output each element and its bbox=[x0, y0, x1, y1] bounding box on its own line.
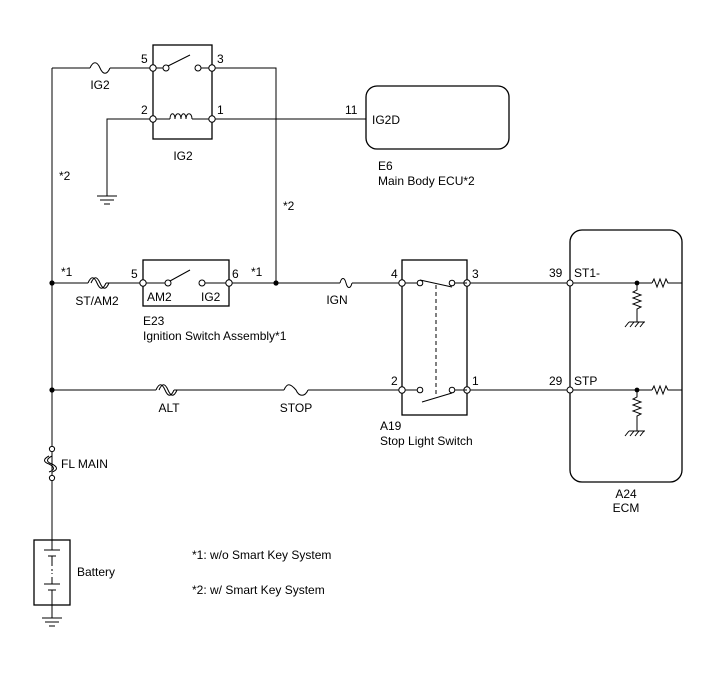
fuse-stop: STOP bbox=[280, 384, 312, 415]
note-marker: *1 bbox=[251, 265, 263, 279]
fuse-st-am2-label: ST/AM2 bbox=[75, 294, 119, 308]
switch-contact bbox=[164, 279, 172, 287]
relay-pin bbox=[208, 64, 216, 72]
switch-am2-label: AM2 bbox=[147, 290, 172, 304]
fuse-alt-label: ALT bbox=[158, 401, 180, 415]
stop-switch-pin bbox=[398, 279, 406, 287]
ecm: 39 ST1- 29 STP A24 ECM bbox=[549, 229, 683, 515]
ecm-pin bbox=[566, 386, 574, 394]
stop-pin2-label: 2 bbox=[391, 374, 398, 388]
note-marker: *2 bbox=[59, 169, 71, 183]
relay-pin5-label: 5 bbox=[141, 52, 148, 66]
ecm-stp-label: STP bbox=[574, 374, 597, 388]
relay-contact bbox=[194, 64, 202, 72]
battery-label: Battery bbox=[77, 565, 115, 579]
relay-ig2: 5 3 2 1 IG2 bbox=[141, 44, 224, 163]
junction-dot bbox=[273, 280, 279, 286]
relay-coil-icon bbox=[169, 113, 193, 120]
fusible-link-fl-main: FL MAIN bbox=[44, 445, 108, 482]
stop-switch-body bbox=[401, 259, 468, 416]
relay-pin bbox=[208, 115, 216, 123]
stop-pin4-label: 4 bbox=[391, 267, 398, 281]
ecu-name: Main Body ECU*2 bbox=[378, 174, 475, 188]
fuse-st-am2: ST/AM2 bbox=[75, 277, 119, 308]
relay-pin3-label: 3 bbox=[217, 52, 224, 66]
ground-icon bbox=[624, 321, 645, 328]
relay-pin bbox=[149, 115, 157, 123]
fuse-stop-label: STOP bbox=[280, 401, 312, 415]
stop-switch-arm bbox=[419, 279, 453, 288]
ecm-pin39-label: 39 bbox=[549, 266, 563, 280]
ecm-code: A24 bbox=[615, 487, 637, 501]
ground-icon bbox=[42, 605, 62, 627]
stop-switch-code: A19 bbox=[380, 419, 402, 433]
stop-pin3-label: 3 bbox=[472, 267, 479, 281]
ecm-st1-label: ST1- bbox=[574, 266, 600, 280]
fuse-symbol bbox=[89, 62, 111, 74]
relay-pin bbox=[149, 64, 157, 72]
junction-dots bbox=[49, 280, 279, 393]
stop-switch-arm bbox=[421, 392, 453, 403]
ecu-pin-label: 11 bbox=[345, 103, 358, 117]
ignition-switch: 5 6 AM2 IG2 E23 Ignition Switch Assembly… bbox=[131, 259, 287, 343]
ecu-body bbox=[365, 85, 510, 150]
fuse-ign: IGN bbox=[326, 278, 353, 307]
resistor-icon bbox=[631, 390, 643, 431]
switch-name: Ignition Switch Assembly*1 bbox=[143, 329, 287, 343]
fuse-ig2: IG2 bbox=[89, 62, 111, 92]
switch-arm bbox=[169, 269, 191, 282]
relay-pin2-label: 2 bbox=[141, 103, 148, 117]
note-marker: *1 bbox=[61, 265, 73, 279]
stop-switch-name: Stop Light Switch bbox=[380, 434, 473, 448]
resistor-icon bbox=[631, 283, 643, 322]
relay-pin1-label: 1 bbox=[217, 103, 224, 117]
wire-notes: *2 *2 *1 *1 bbox=[59, 169, 295, 279]
resistor-icon bbox=[651, 384, 682, 396]
main-body-ecu: 11 IG2D E6 Main Body ECU*2 bbox=[345, 85, 510, 188]
switch-ig2-label: IG2 bbox=[201, 290, 221, 304]
relay-name: IG2 bbox=[173, 149, 193, 163]
ground-icon bbox=[624, 430, 645, 437]
stop-light-switch: 4 3 2 1 A19 Stop Light Switch bbox=[380, 259, 479, 448]
ecm-name: ECM bbox=[613, 501, 640, 515]
ecm-pin29-label: 29 bbox=[549, 374, 563, 388]
switch-contact bbox=[198, 279, 206, 287]
switch-pin5-label: 5 bbox=[131, 267, 138, 281]
ecm-pin bbox=[566, 279, 574, 287]
switch-pin bbox=[139, 279, 147, 287]
stop-switch-pin bbox=[398, 386, 406, 394]
fuse-ign-label: IGN bbox=[326, 293, 347, 307]
legend-note-1: *1: w/o Smart Key System bbox=[192, 548, 331, 562]
relay-switch-arm bbox=[167, 54, 191, 67]
legend: *1: w/o Smart Key System *2: w/ Smart Ke… bbox=[192, 548, 331, 597]
fl-main-label: FL MAIN bbox=[61, 457, 108, 471]
relay-body bbox=[152, 44, 213, 140]
junction-dot bbox=[49, 280, 55, 286]
switch-pin bbox=[225, 279, 233, 287]
note-marker: *2 bbox=[283, 199, 295, 213]
resistor-icon bbox=[651, 277, 682, 289]
wires bbox=[51, 67, 570, 540]
junction-dot bbox=[49, 387, 55, 393]
ecm-body bbox=[569, 229, 683, 483]
switch-pin6-label: 6 bbox=[232, 267, 239, 281]
battery: Battery bbox=[33, 539, 115, 627]
ground-icon bbox=[97, 195, 117, 205]
ecu-terminal-label: IG2D bbox=[372, 113, 400, 127]
ecu-code: E6 bbox=[378, 159, 393, 173]
fuse-alt: ALT bbox=[155, 384, 180, 415]
stop-pin1-label: 1 bbox=[472, 374, 479, 388]
switch-code: E23 bbox=[143, 314, 165, 328]
legend-note-2: *2: w/ Smart Key System bbox=[192, 583, 325, 597]
fuse-ig2-label: IG2 bbox=[90, 78, 110, 92]
